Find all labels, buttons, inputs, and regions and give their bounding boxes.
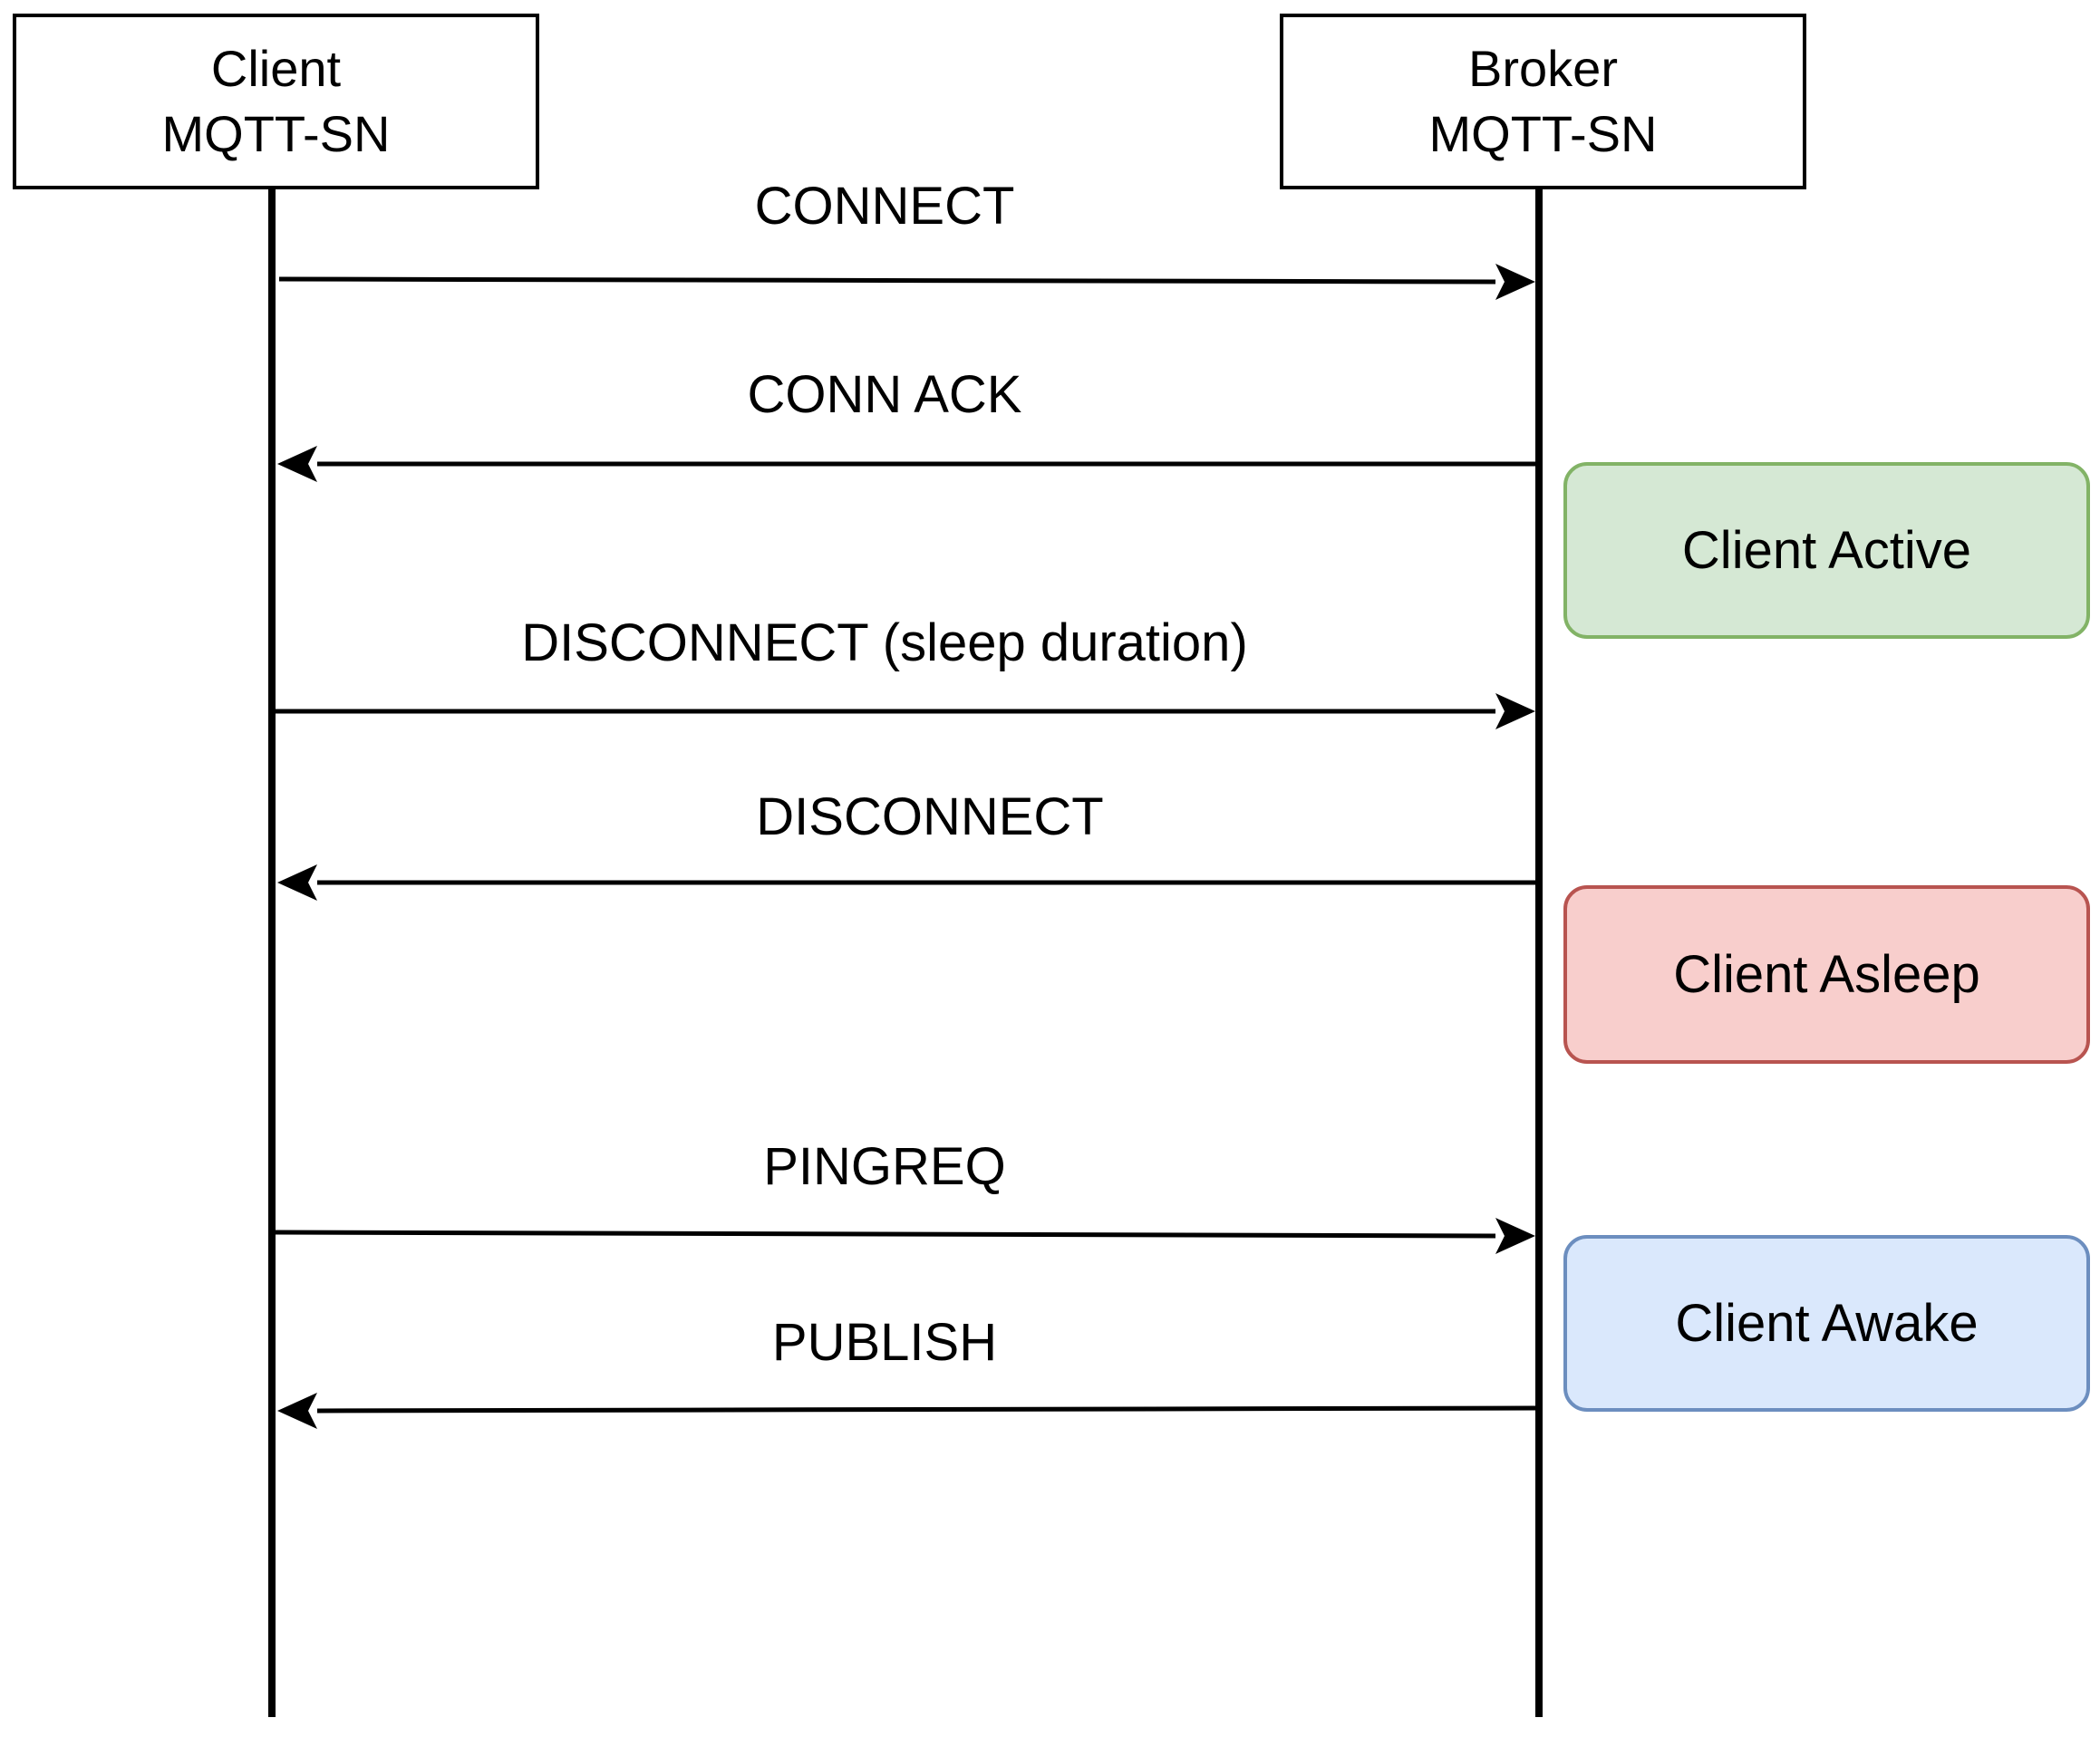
message-arrow-disconnect [277,864,1535,901]
broker-participant-box: Broker MQTT-SN [1280,14,1806,189]
message-label-disconnect: DISCONNECT [756,787,1104,846]
message-arrow-conn-ack [277,446,1535,482]
client-participant-box: Client MQTT-SN [13,14,539,189]
message-label-conn-ack: CONN ACK [747,365,1022,424]
state-client-awake: Client Awake [1563,1235,2090,1412]
message-label-publish: PUBLISH [771,1313,998,1372]
client-protocol: MQTT-SN [161,105,391,162]
client-name: Client [210,40,342,97]
message-arrow-pingreq [275,1218,1535,1254]
message-label-pingreq: PINGREQ [763,1137,1006,1196]
broker-protocol: MQTT-SN [1428,105,1658,162]
message-arrow-disconnect-sleep [276,693,1535,729]
state-client-active: Client Active [1563,462,2090,639]
broker-name: Broker [1468,40,1618,97]
message-label-disconnect-sleep: DISCONNECT (sleep duration) [521,613,1248,672]
message-arrow-connect [278,264,1535,300]
message-arrow-publish [277,1393,1536,1429]
message-label-connect: CONNECT [754,177,1015,236]
state-client-asleep: Client Asleep [1563,885,2090,1064]
